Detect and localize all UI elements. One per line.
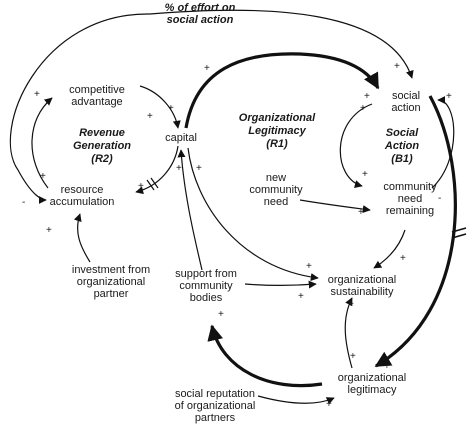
link-support-to-capital bbox=[177, 149, 203, 271]
organizational-sustainability-variable: organizational sustainability bbox=[327, 274, 397, 298]
link-support-to-sustainability bbox=[244, 280, 317, 289]
polarity-sign: + bbox=[138, 181, 144, 192]
polarity-sign: + bbox=[348, 299, 354, 310]
polarity-sign: + bbox=[298, 291, 304, 302]
polarity-sign: + bbox=[147, 111, 153, 122]
link-legitimacy-to-support-bold bbox=[207, 324, 323, 388]
link-legitimacy-to-sustainability bbox=[344, 297, 353, 369]
polarity-sign: + bbox=[46, 225, 52, 236]
link-reputation-to-legitimacy bbox=[257, 395, 335, 405]
polarity-sign: + bbox=[400, 253, 406, 264]
link-social-action-to-community-need bbox=[339, 103, 373, 188]
polarity-sign: + bbox=[40, 171, 46, 182]
social-action-variable: social action bbox=[391, 90, 421, 114]
link-investment-to-resource-accumulation bbox=[73, 213, 91, 263]
polarity-sign: + bbox=[350, 351, 356, 362]
community-need-remaining-variable: community need remaining bbox=[383, 181, 437, 217]
link-resource-accumulation-to-competitive-advantage bbox=[31, 97, 53, 189]
polarity-sign: + bbox=[306, 261, 312, 272]
link-capital-to-sustainability bbox=[187, 147, 319, 282]
link-new-need-to-community-need bbox=[299, 199, 371, 214]
loop-r2-revenue-generation: Revenue Generation (R2) bbox=[72, 127, 132, 165]
link-competitive-advantage-to-capital bbox=[139, 85, 181, 129]
delay-mark-bold bbox=[451, 227, 467, 239]
loop-b1-social-action: Social Action (B1) bbox=[384, 127, 420, 165]
polarity-sign: + bbox=[176, 163, 182, 174]
polarity-sign: + bbox=[360, 103, 366, 114]
polarity-sign: + bbox=[384, 361, 390, 372]
polarity-sign: + bbox=[394, 61, 400, 72]
loop-r1-organizational-legitimacy: Organizational Legitimacy (R1) bbox=[238, 112, 316, 150]
effort-on-social-action-variable: % of effort on social action bbox=[164, 2, 236, 26]
polarity-sign: + bbox=[34, 89, 40, 100]
link-capital-to-social-action-bold bbox=[184, 52, 380, 129]
polarity-sign: + bbox=[358, 207, 364, 218]
polarity-sign: + bbox=[196, 163, 202, 174]
polarity-sign: + bbox=[362, 169, 368, 180]
polarity-sign: - bbox=[22, 197, 26, 208]
delay-mark bbox=[146, 177, 159, 191]
polarity-sign: + bbox=[204, 63, 210, 74]
polarity-sign: + bbox=[446, 91, 452, 102]
link-effort-to-social-action bbox=[149, 9, 414, 79]
polarity-sign: + bbox=[364, 91, 370, 102]
link-community-need-to-sustainability bbox=[373, 229, 406, 269]
social-reputation-variable: social reputation of organizational part… bbox=[174, 388, 256, 424]
investment-from-organizational-partner-variable: investment from organizational partner bbox=[71, 264, 151, 300]
resource-accumulation-variable: resource accumulation bbox=[49, 184, 115, 208]
polarity-sign: - bbox=[438, 193, 442, 204]
competitive-advantage-variable: competitive advantage bbox=[69, 84, 125, 108]
link-community-need-to-social-action bbox=[431, 96, 455, 189]
polarity-sign: + bbox=[326, 399, 332, 410]
new-community-need-variable: new community need bbox=[249, 172, 303, 208]
support-from-community-bodies-variable: support from community bodies bbox=[175, 268, 237, 304]
link-effort-to-resource-accumulation bbox=[9, 13, 151, 204]
polarity-sign: + bbox=[168, 103, 174, 114]
link-capital-to-resource-accumulation bbox=[135, 145, 179, 195]
organizational-legitimacy-variable: organizational legitimacy bbox=[337, 372, 407, 396]
capital-variable: capital bbox=[165, 132, 197, 144]
polarity-sign: + bbox=[218, 309, 224, 320]
